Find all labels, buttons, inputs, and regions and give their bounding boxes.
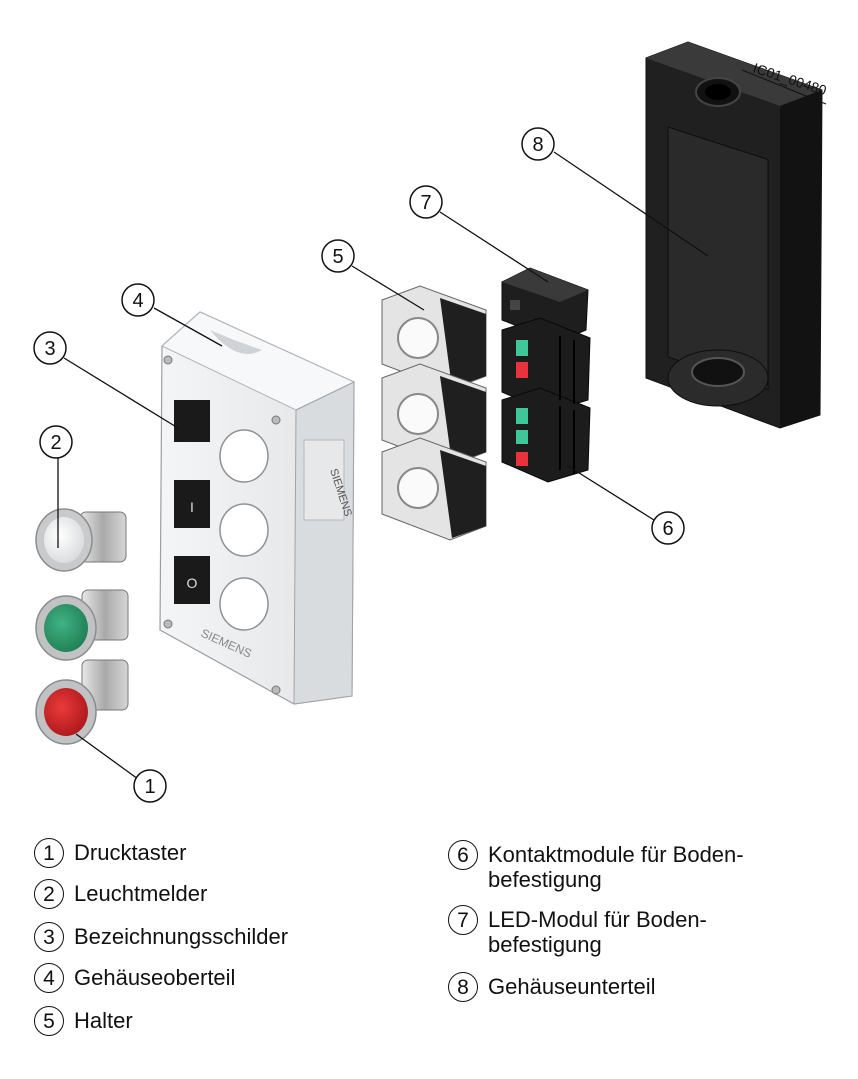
svg-text:4: 4 [132,290,143,312]
housing-top-part: I O SIEMENS SIEMENS [159,311,356,705]
legend-number: 8 [448,972,478,1002]
legend-item-7: 7 LED-Modul für Boden- befestigung [448,905,707,957]
indicator-light-part [35,508,127,572]
svg-text:7: 7 [420,192,431,214]
label-plate-3 [174,556,210,604]
holder-1 [381,285,487,391]
legend-label: Bezeichnungsschilder [74,924,289,949]
callout-7: 7 [409,185,443,219]
contact-red-1 [516,362,528,378]
contact-modules-part [501,317,591,483]
housing-bottom-part [645,41,823,429]
callout-2: 2 [39,425,73,459]
legend-number: 7 [448,905,478,935]
callout-8: 8 [521,127,555,161]
svg-text:6: 6 [662,518,673,540]
callout-6: 6 [651,511,685,545]
legend-item-2: 2 Leuchtmelder [34,879,207,909]
holder-2 [381,363,487,467]
leader-lines [57,151,709,780]
callout-1: 1 [133,769,167,803]
legend-label: Leuchtmelder [74,881,208,906]
contact-red-2 [516,452,528,466]
svg-text:2: 2 [50,432,61,454]
svg-text:8: 8 [532,134,543,156]
red-button-cap [44,688,88,736]
mounting-hole-3 [219,577,269,631]
legend-label: Drucktaster [74,840,187,865]
legend-item-3: 3 Bezeichnungsschilder [34,922,288,952]
contact-green-3 [516,430,528,444]
contact-green-1 [516,340,528,356]
callouts: 1 2 3 4 5 6 7 8 [33,127,685,803]
legend-number: 4 [34,963,64,993]
legend-item-6: 6 Kontaktmodule für Boden- befestigung [448,840,744,892]
callout-5: 5 [321,239,355,273]
svg-text:I: I [190,499,194,515]
legend-label: Halter [74,1008,133,1033]
holder-3 [381,437,487,541]
holders-part [381,285,487,541]
legend-number: 5 [34,1006,64,1036]
svg-text:1: 1 [144,776,155,798]
svg-text:O: O [187,575,198,591]
mounting-hole-1 [219,429,269,483]
svg-text:5: 5 [332,246,343,268]
legend-item-1: 1 Drucktaster [34,838,186,868]
callout-3: 3 [33,331,67,365]
pushbuttons-part [35,589,129,745]
legend-number: 1 [34,838,64,868]
legend-item-5: 5 Halter [34,1006,133,1036]
legend-item-8: 8 Gehäuseunterteil [448,972,656,1002]
legend-label: LED-Modul für Boden- befestigung [488,907,707,957]
label-plate-2 [174,480,210,528]
legend-number: 2 [34,879,64,909]
callout-4: 4 [121,283,155,317]
mounting-hole-2 [219,503,269,557]
green-button-cap [44,604,88,652]
legend-label: Gehäuseunterteil [488,974,656,999]
legend-number: 3 [34,922,64,952]
label-plate-1 [174,400,210,442]
legend-item-4: 4 Gehäuseoberteil [34,963,235,993]
svg-text:3: 3 [44,338,55,360]
contact-green-2 [516,408,528,424]
exploded-view-diagram: I O SIEMENS SIEMENS [33,41,829,803]
legend-label: Kontaktmodule für Boden- befestigung [488,842,744,892]
legend-label: Gehäuseoberteil [74,965,236,990]
legend-number: 6 [448,840,478,870]
